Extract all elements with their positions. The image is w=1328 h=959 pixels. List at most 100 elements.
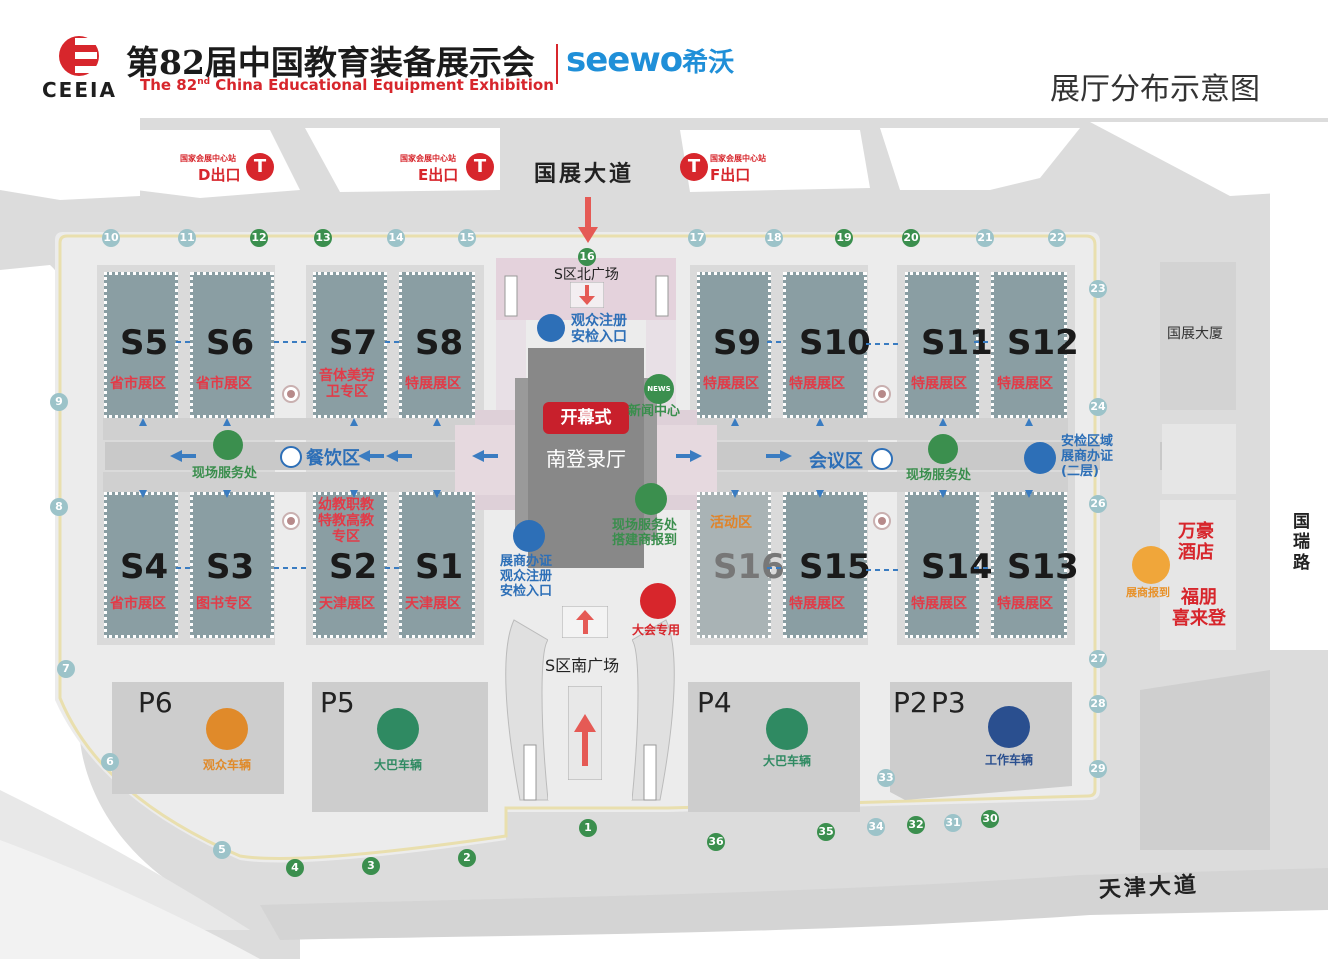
parking-p3-label: 工作车辆	[985, 753, 1034, 767]
exhibition-title-en-prefix: The 82	[140, 76, 198, 94]
metro-exit-e-top: 国家会展中心站	[400, 154, 456, 163]
hall-zone-label: 特展展区	[405, 376, 461, 392]
gate-31[interactable]: 31	[944, 814, 962, 832]
gate-18[interactable]: 18	[765, 229, 783, 247]
metro-exit-e-icon: T	[466, 153, 494, 181]
north-plaza-label: S区北广场	[554, 267, 619, 283]
exhibitor-entry-icon	[513, 520, 545, 552]
metro-exit-f-icon: T	[680, 153, 708, 181]
gate-3[interactable]: 3	[362, 857, 380, 875]
parking-p3-code: P3	[931, 686, 966, 719]
hall-s11[interactable]	[905, 272, 979, 418]
visitor-car-icon	[206, 708, 248, 750]
gate-16[interactable]: 16	[578, 248, 596, 266]
hall-s14[interactable]	[905, 492, 979, 638]
hall-code: S8	[415, 323, 464, 363]
hall-code: S6	[206, 323, 255, 363]
gate-24[interactable]: 24	[1089, 398, 1107, 416]
gate-34[interactable]: 34	[867, 818, 885, 836]
gate-35[interactable]: 35	[817, 823, 835, 841]
gate-1[interactable]: 1	[579, 819, 597, 837]
hall-s12[interactable]	[991, 272, 1067, 418]
hall-s3[interactable]	[190, 492, 274, 638]
gate-4[interactable]: 4	[286, 859, 304, 877]
gate-14[interactable]: 14	[387, 229, 405, 247]
hall-s16[interactable]	[697, 492, 771, 638]
gate-2[interactable]: 2	[458, 849, 476, 867]
hall-code: S5	[120, 323, 169, 363]
exhibitor-report-label: 展商报到	[1126, 586, 1170, 599]
hall-zone-label: 特展展区	[789, 596, 845, 612]
gate-6[interactable]: 6	[101, 753, 119, 771]
metro-exit-f: T 国家会展中心站 F出口	[680, 153, 766, 185]
gate-13[interactable]: 13	[314, 229, 332, 247]
gate-26[interactable]: 26	[1089, 495, 1107, 513]
hall-s15[interactable]	[783, 492, 867, 638]
gate-36[interactable]: 36	[707, 833, 725, 851]
service-left-label: 现场服务处	[192, 466, 258, 481]
hall-s7[interactable]	[313, 272, 387, 418]
hall-code: S1	[415, 547, 464, 587]
metro-exit-d-label: D出口	[198, 166, 241, 184]
main-entry-arrow-icon	[578, 197, 598, 243]
exhibition-title-en-sup: nd	[197, 77, 211, 87]
hall-code: S12	[1007, 323, 1079, 363]
hall-zone-label: 天津展区	[319, 596, 375, 612]
hall-s6[interactable]	[190, 272, 274, 418]
gate-12[interactable]: 12	[250, 229, 268, 247]
gate-19[interactable]: 19	[835, 229, 853, 247]
hall-s1[interactable]	[399, 492, 475, 638]
gate-8[interactable]: 8	[50, 498, 68, 516]
gate-32[interactable]: 32	[907, 816, 925, 834]
hall-zone-label: 特展展区	[703, 376, 759, 392]
hall-s10[interactable]	[783, 272, 867, 418]
hall-s5[interactable]	[104, 272, 178, 418]
gate-27[interactable]: 27	[1089, 650, 1107, 668]
parking-p6-label: 观众车辆	[203, 758, 252, 772]
gate-7[interactable]: 7	[57, 660, 75, 678]
dining-label: 餐饮区	[306, 448, 360, 469]
gate-15[interactable]: 15	[458, 229, 476, 247]
gate-17[interactable]: 17	[688, 229, 706, 247]
hall-zone-label: 特展展区	[997, 596, 1053, 612]
service-center-label: 现场服务处 搭建商报到	[612, 518, 678, 548]
gate-9[interactable]: 9	[50, 393, 68, 411]
hall-s8[interactable]	[399, 272, 475, 418]
hall-code: S11	[921, 323, 993, 363]
hall-s13[interactable]	[991, 492, 1067, 638]
gate-10[interactable]: 10	[102, 229, 120, 247]
s16-activity-zone-label: 活动区	[710, 515, 752, 531]
metro-exit-e: 国家会展中心站 E出口 T	[400, 153, 494, 185]
gate-30[interactable]: 30	[981, 810, 999, 828]
gate-28[interactable]: 28	[1089, 695, 1107, 713]
south-plaza-label: S区南广场	[545, 656, 620, 675]
opening-ceremony-badge: 开幕式	[543, 402, 629, 434]
exhibitor-entry-label: 展商办证 观众注册 安检入口	[500, 554, 553, 599]
gate-11[interactable]: 11	[178, 229, 196, 247]
parking-p5-label: 大巴车辆	[374, 758, 423, 772]
hall-s9[interactable]	[697, 272, 771, 418]
gate-5[interactable]: 5	[213, 841, 231, 859]
gate-22[interactable]: 22	[1048, 229, 1066, 247]
road-south: 天津大道	[1098, 872, 1200, 903]
hall-code: S13	[1007, 547, 1079, 587]
road-north: 国展大道	[534, 162, 635, 187]
s2-special-zone-label: 幼教职教 特教高教 专区	[318, 497, 374, 546]
hall-zone-label: 特展展区	[997, 376, 1053, 392]
hotel1-label: 万豪 酒店	[1178, 521, 1214, 563]
parking-p4-code: P4	[697, 686, 732, 719]
road-east: 国瑞路	[1293, 512, 1310, 573]
gate-23[interactable]: 23	[1089, 280, 1107, 298]
hall-zone-label: 图书专区	[196, 596, 252, 612]
hall-zone-label: 天津展区	[405, 596, 461, 612]
metro-exit-d-icon: T	[246, 153, 274, 181]
meeting-icon	[871, 448, 893, 470]
ceeia-logo-text: CEEIA	[42, 78, 117, 102]
hall-code: S9	[713, 323, 762, 363]
gate-33[interactable]: 33	[877, 769, 895, 787]
security-area-icon	[1024, 442, 1056, 474]
gate-29[interactable]: 29	[1089, 760, 1107, 778]
gate-21[interactable]: 21	[976, 229, 994, 247]
gate-20[interactable]: 20	[902, 229, 920, 247]
metro-exit-e-label: E出口	[418, 166, 459, 184]
